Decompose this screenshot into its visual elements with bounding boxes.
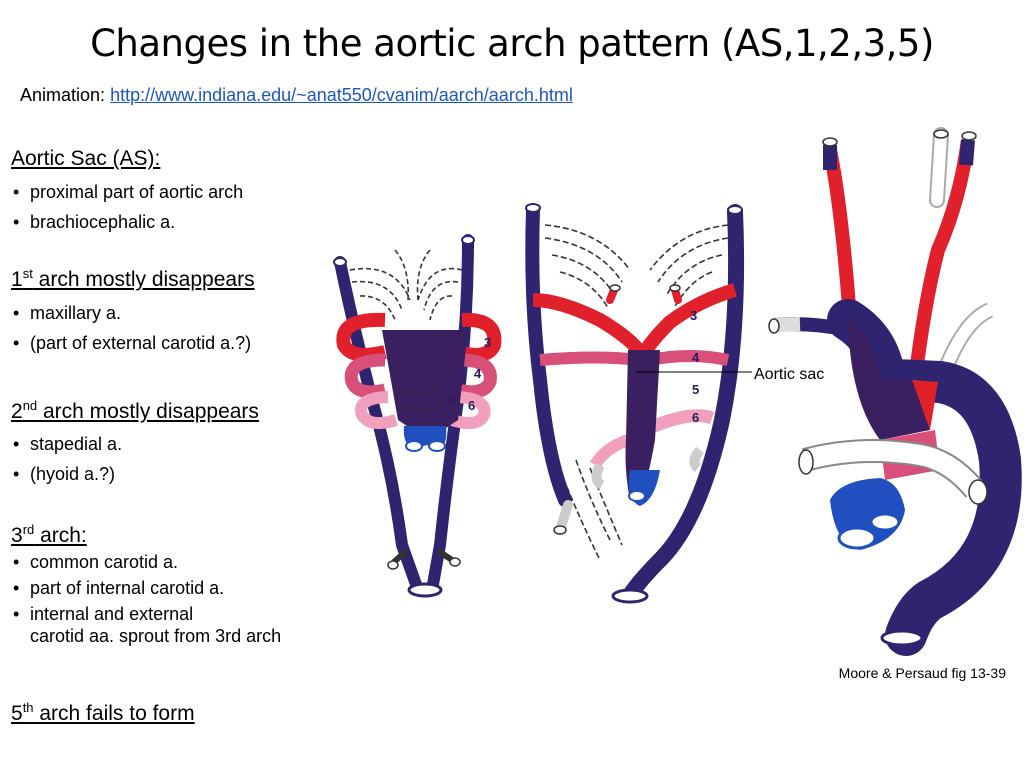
heading-second-arch: 2nd arch mostly disappears (11, 398, 259, 424)
list-first-arch: maxillary a. (part of external carotid a… (11, 302, 251, 362)
heading-text: arch: (34, 524, 87, 547)
list-item: brachiocephalic a. (11, 211, 243, 233)
heading-text: arch mostly disappears (37, 400, 259, 423)
heading-text: Aortic Sac (AS): (11, 147, 161, 170)
heading-num: 3 (11, 524, 23, 547)
left-arch-label-6: 6 (468, 398, 475, 413)
diagram-early-arches: 3 4 5 6 (333, 234, 502, 598)
animation-label: Animation: (20, 85, 106, 105)
heading-sup: rd (22, 522, 35, 537)
list-item: proximal part of aortic arch (11, 181, 243, 203)
list-item: (part of external carotid a.?) (11, 332, 251, 354)
animation-line: Animation: http://www.indiana.edu/~anat5… (20, 85, 573, 106)
list-item-line: carotid aa. sprout from 3rd arch (30, 626, 282, 646)
list-item: (hyoid a.?) (11, 463, 122, 485)
list-item: part of internal carotid a. (11, 577, 281, 599)
diagram-adult-arches (768, 127, 1022, 656)
left-arch-label-5: 5 (448, 392, 455, 407)
figure-caption: Moore & Persaud fig 13-39 (838, 665, 1006, 681)
left-arch-label-3: 3 (484, 335, 491, 350)
list-item-line: internal and external (30, 604, 194, 624)
heading-sup: st (22, 266, 33, 281)
heading-fifth-arch: 5th arch fails to form (11, 700, 195, 726)
heading-num: 1 (11, 268, 23, 291)
list-second-arch: stapedial a. (hyoid a.?) (11, 433, 122, 493)
heading-sup: nd (22, 398, 38, 413)
animation-link[interactable]: http://www.indiana.edu/~anat550/cvanim/a… (110, 85, 573, 105)
list-item: internal and external carotid aa. sprout… (11, 603, 281, 647)
heading-first-arch: 1st arch mostly disappears (11, 266, 255, 292)
list-aortic-sac: proximal part of aortic arch brachioceph… (11, 181, 243, 241)
list-item: common carotid a. (11, 551, 281, 573)
mid-arch-label-3: 3 (690, 308, 697, 323)
heading-num: 5 (11, 702, 23, 725)
heading-aortic-sac: Aortic Sac (AS): (11, 147, 160, 171)
heading-text: arch mostly disappears (32, 268, 255, 291)
heading-num: 2 (11, 400, 23, 423)
mid-arch-label-4: 4 (692, 350, 700, 365)
diagram-transforming-arches: 3 4 5 6 Aortic sac (525, 203, 824, 604)
mid-arch-label-6: 6 (692, 410, 699, 425)
heading-third-arch: 3rd arch: (11, 522, 87, 548)
list-third-arch: common carotid a. part of internal carot… (11, 551, 281, 647)
list-item: stapedial a. (11, 433, 122, 455)
slide-title: Changes in the aortic arch pattern (AS,1… (90, 22, 934, 65)
heading-text: arch fails to form (33, 702, 195, 725)
aortic-sac-label: Aortic sac (754, 366, 824, 383)
list-item: maxillary a. (11, 302, 251, 324)
left-arch-label-4: 4 (474, 366, 482, 381)
heading-sup: th (22, 700, 34, 715)
mid-arch-label-5: 5 (692, 382, 699, 397)
